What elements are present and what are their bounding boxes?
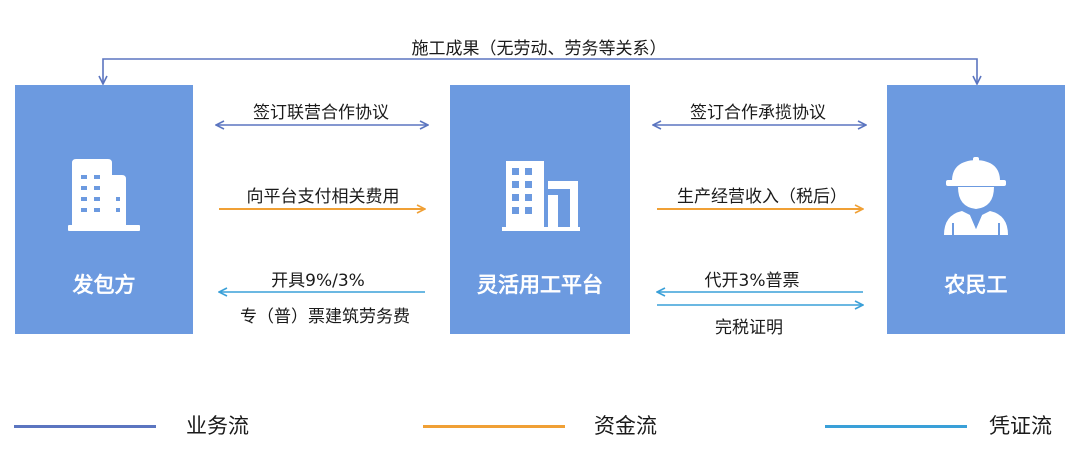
left-agreement-label: 签订联营合作协议 (253, 103, 389, 123)
left-payment-label: 向平台支付相关费用 (246, 187, 400, 207)
right-taxproof-label: 完税证明 (715, 318, 783, 338)
office-building-icon (68, 159, 140, 231)
left-invoice-label-1: 开具9%/3% (271, 271, 365, 291)
right-agreement-label: 签订合作承揽协议 (690, 103, 826, 123)
top-business-flow (103, 58, 977, 84)
platform-node: 灵活用工平台 (450, 85, 630, 334)
platform-title: 灵活用工平台 (477, 273, 603, 297)
left-invoice-label-2: 专（普）票建筑劳务费 (240, 307, 410, 327)
right-income-label: 生产经营收入（税后） (677, 187, 847, 207)
contractor-title: 发包方 (72, 273, 136, 297)
company-building-icon (502, 161, 580, 231)
contractor-node: 发包方 (15, 85, 193, 334)
legend-capital-line (423, 425, 565, 428)
construction-worker-icon (944, 157, 1008, 235)
top-flow-label: 施工成果（无劳动、劳务等关系） (411, 39, 667, 59)
worker-node: 农民工 (887, 85, 1065, 334)
right-invoice-label: 代开3%普票 (704, 271, 800, 291)
legend-business-label: 业务流 (186, 414, 249, 438)
legend-business-line (14, 425, 156, 428)
legend-capital-label: 资金流 (594, 414, 657, 438)
legend-voucher-line (825, 425, 967, 428)
legend-voucher-label: 凭证流 (989, 414, 1052, 438)
worker-title: 农民工 (944, 273, 1008, 297)
